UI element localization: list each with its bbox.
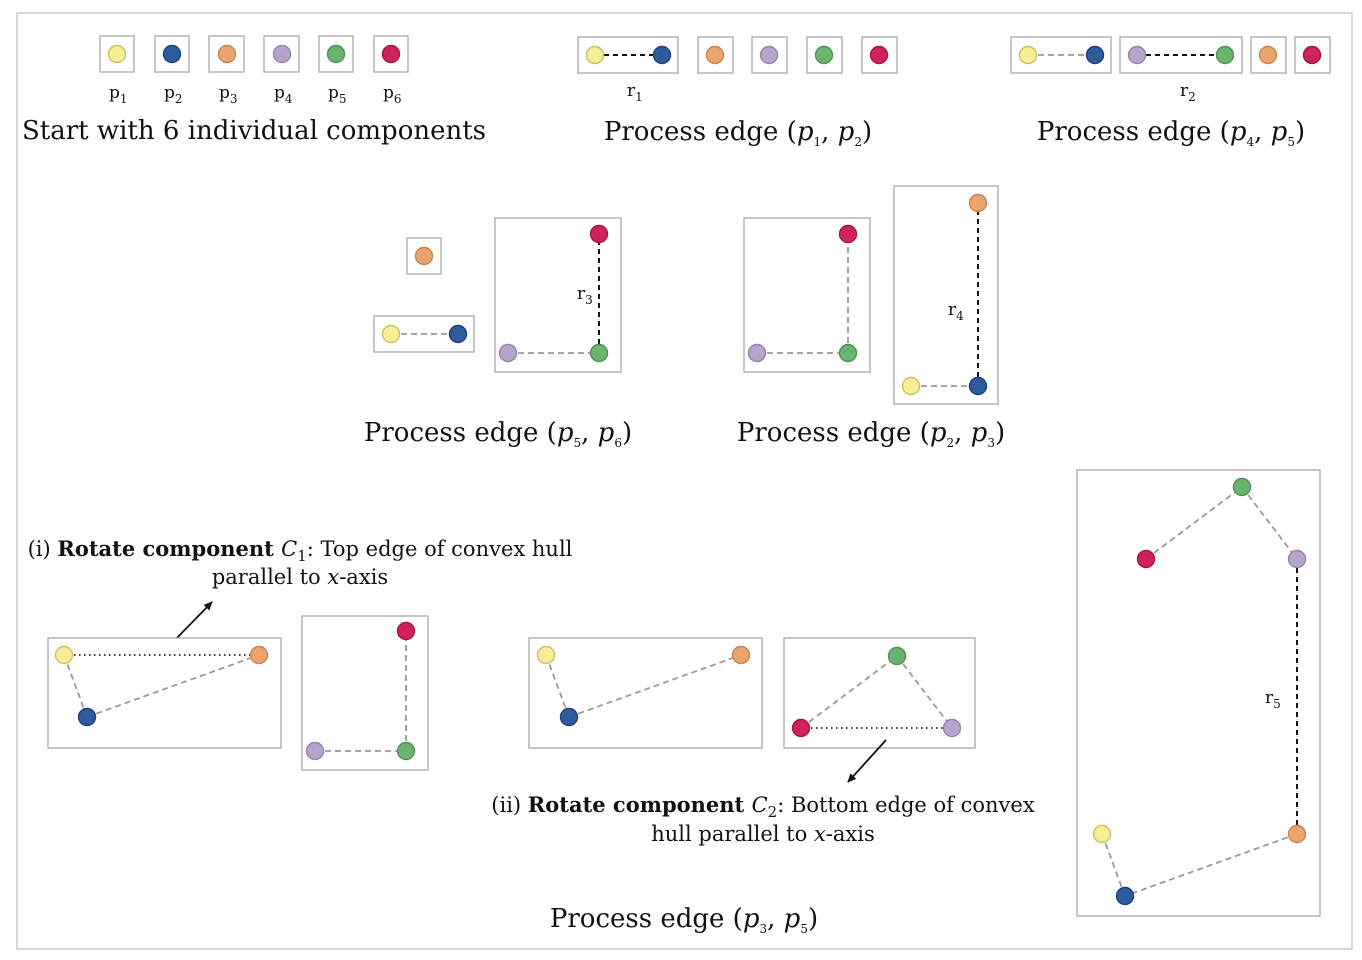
- node-p5: [396, 741, 416, 761]
- note-rotate-c1-line1: (i) Rotate component C1: Top edge of con…: [28, 536, 573, 565]
- note-rotate-c2-line2: hull parallel to x-axis: [651, 822, 875, 846]
- node-p6: [869, 45, 889, 65]
- panel-edge-p4-p5: r2 Process edge (p4, p5): [1010, 36, 1331, 149]
- panel-edge-p2-p3: r4 Process edge (p2, p3): [737, 185, 1005, 450]
- label-r4: r4: [948, 300, 964, 323]
- panel-start: p1 p2 p3 p4 p5 p6 Start with 6 individua…: [22, 35, 486, 146]
- label-p5: p5: [328, 83, 347, 106]
- label-r5: r5: [1265, 688, 1281, 711]
- node-p2: [448, 324, 468, 344]
- node-p3: [249, 645, 269, 665]
- node-p2: [77, 707, 97, 727]
- node-p6: [589, 224, 609, 244]
- caption-start: Start with 6 individual components: [22, 116, 486, 146]
- node-p5: [1232, 477, 1252, 497]
- node-p2: [1115, 886, 1135, 906]
- edge-p1-p2: [545, 654, 570, 718]
- label-p2: p2: [164, 83, 183, 106]
- edge-p2-p3: [568, 654, 742, 718]
- component-c1-rotated: [47, 637, 282, 749]
- figure-frame: [16, 12, 1353, 950]
- node-p4: [272, 44, 292, 64]
- node-p1: [1092, 824, 1112, 844]
- edge-p6-p5: [800, 655, 898, 729]
- node-p6: [838, 224, 858, 244]
- edge-p6-p5: [1145, 486, 1243, 560]
- node-p6: [396, 621, 416, 641]
- node-p5: [887, 646, 907, 666]
- node-p5: [814, 45, 834, 65]
- node-p3: [217, 44, 237, 64]
- node-p4: [747, 343, 767, 363]
- label-r1: r1: [627, 81, 643, 104]
- label-p3: p3: [219, 83, 238, 106]
- node-p3: [1258, 45, 1278, 65]
- edge-p2-p3: [86, 654, 260, 718]
- component-box-r5: [1076, 469, 1321, 917]
- node-p5: [589, 343, 609, 363]
- node-p1: [107, 44, 127, 64]
- node-p5: [838, 343, 858, 363]
- edge-p5-p4: [896, 655, 953, 729]
- node-p3: [731, 645, 751, 665]
- label-p1: p1: [109, 83, 128, 106]
- label-r2: r2: [1180, 81, 1196, 104]
- node-p4: [1127, 45, 1147, 65]
- edge-p5-p4: [1241, 486, 1298, 560]
- node-p5: [1215, 45, 1235, 65]
- caption-edge-p5-p6: Process edge (p5, p6): [364, 418, 632, 450]
- node-p6: [381, 44, 401, 64]
- node-p4: [305, 741, 325, 761]
- label-p6: p6: [383, 83, 402, 106]
- component-c1-copy: [528, 637, 763, 749]
- note-rotate-c2-line1: (ii) Rotate component C2: Bottom edge of…: [491, 792, 1035, 821]
- edge-p3-p2: [1124, 833, 1298, 897]
- node-p1: [1018, 45, 1038, 65]
- caption-edge-p2-p3: Process edge (p2, p3): [737, 418, 1005, 450]
- node-p1: [54, 645, 74, 665]
- panel-edge-p1-p2: r1 Process edge (p1, p2): [577, 36, 898, 149]
- node-p3: [414, 246, 434, 266]
- label-r3: r3: [577, 284, 593, 307]
- node-p2: [652, 45, 672, 65]
- node-p4: [759, 45, 779, 65]
- caption-edge-p3-p5: Process edge (p3, p5): [550, 904, 818, 936]
- arrow-note-c2: [847, 739, 887, 783]
- node-p1: [901, 376, 921, 396]
- edge-p1-p2: [63, 654, 88, 718]
- note-rotate-c1-line2: parallel to x-axis: [212, 565, 388, 589]
- caption-edge-p1-p2: Process edge (p1, p2): [604, 117, 872, 149]
- node-p5: [326, 44, 346, 64]
- panel-edge-p5-p6: r3 Process edge (p5, p6): [364, 217, 632, 450]
- component-box-r4: [893, 185, 999, 405]
- node-p4: [942, 718, 962, 738]
- node-p6: [1136, 549, 1156, 569]
- node-p2: [1085, 45, 1105, 65]
- caption-edge-p4-p5: Process edge (p4, p5): [1037, 117, 1305, 149]
- node-p3: [1287, 824, 1307, 844]
- component-box-p5: [806, 36, 843, 74]
- node-p4: [498, 343, 518, 363]
- node-p1: [536, 645, 556, 665]
- node-p6: [1302, 45, 1322, 65]
- node-p3: [705, 45, 725, 65]
- node-p1: [585, 45, 605, 65]
- node-p4: [1287, 549, 1307, 569]
- panel-edge-p3-p5: (i) Rotate component C1: Top edge of con…: [28, 469, 1321, 936]
- node-p2: [162, 44, 182, 64]
- node-p1: [381, 324, 401, 344]
- node-p6: [791, 718, 811, 738]
- node-p2: [559, 707, 579, 727]
- node-p3: [968, 193, 988, 213]
- node-p2: [968, 376, 988, 396]
- edge-p2-p1: [1101, 833, 1126, 897]
- label-p4: p4: [274, 83, 293, 106]
- component-box-p1: [99, 35, 135, 73]
